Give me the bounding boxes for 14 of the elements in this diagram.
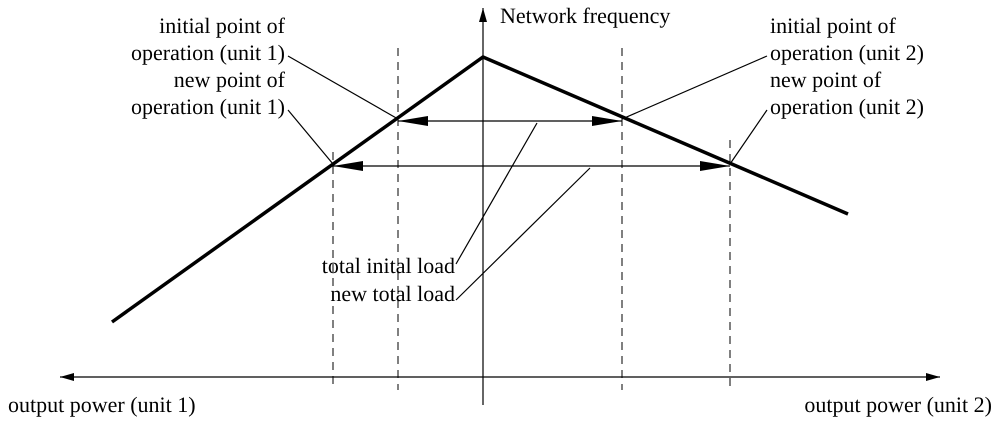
axis-label: Network frequency: [500, 2, 672, 29]
leader-line: [456, 168, 590, 300]
annotation-text: new point of operation (unit 2): [770, 66, 955, 120]
annotation-text: initial point of operation (unit 1): [100, 12, 285, 66]
leader-line: [288, 55, 398, 120]
annotation-text: total inital load: [200, 252, 455, 279]
annotation-text: initial point of operation (unit 2): [770, 12, 955, 66]
leader-line: [288, 110, 334, 164]
axis-label: output power (unit 2): [803, 391, 992, 418]
leader-line: [622, 55, 768, 120]
leader-line: [730, 110, 768, 164]
annotation-text: new point of operation (unit 1): [100, 66, 285, 120]
axis-label: output power (unit 1): [8, 391, 197, 418]
leader-line: [455, 122, 538, 264]
